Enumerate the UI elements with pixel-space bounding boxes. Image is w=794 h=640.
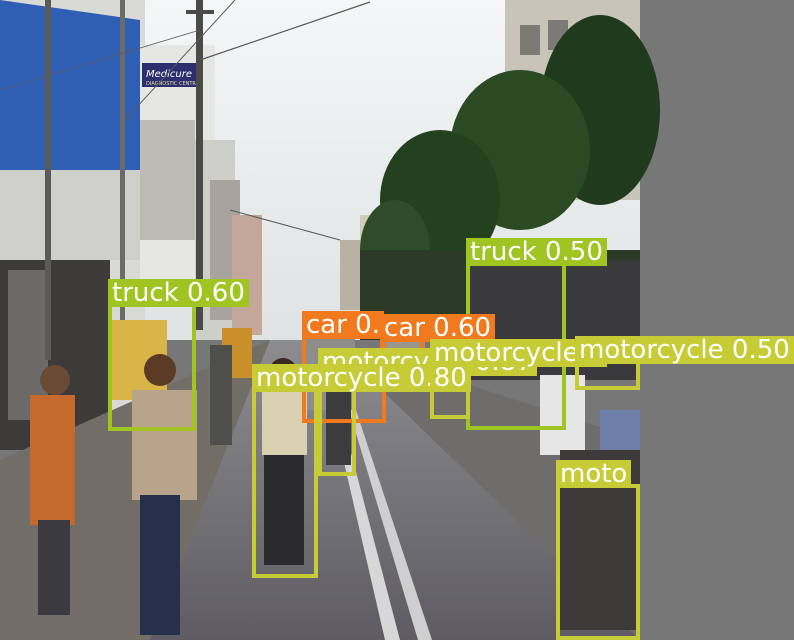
detection-label: truck 0.50 (466, 238, 607, 266)
shop-sign: Medicure DIAGNOSTIC CENTRE (142, 63, 199, 87)
pedestrians (30, 345, 640, 635)
detection-label: car 0. (302, 311, 384, 339)
lane-marking (340, 380, 432, 640)
detection-label: truck 0.60 (108, 279, 249, 307)
detection-label: moto (556, 460, 632, 488)
detection-box-car: car 0. (302, 311, 386, 423)
detection-label: motorcycle 0.50 (575, 336, 794, 364)
detection-box-motorcycle: motorcycle 0.80 (252, 364, 471, 578)
detection-box-motorcycle: motorcycle 0 (430, 339, 608, 419)
utility-poles (0, 0, 371, 360)
svg-text:DIAGNOSTIC CENTRE: DIAGNOSTIC CENTRE (146, 81, 199, 87)
detection-box-motorcycle: moto (556, 460, 640, 640)
svg-text:Medicure: Medicure (146, 69, 192, 80)
detection-box-motorcycle: motorcycle 0.50 (575, 336, 794, 390)
detection-label: car 0.60 (380, 314, 496, 342)
detection-box-truck: truck 0.60 (108, 279, 249, 431)
